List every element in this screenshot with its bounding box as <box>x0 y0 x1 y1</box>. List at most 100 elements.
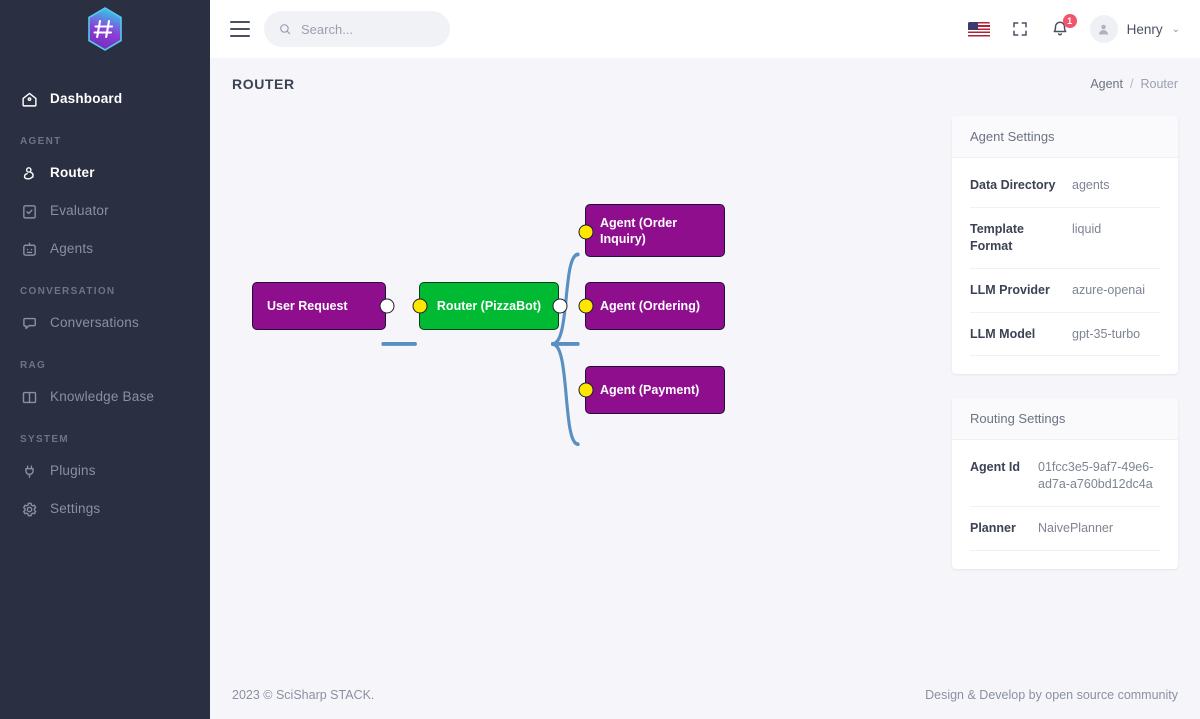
flow-node-label: User Request <box>267 299 348 313</box>
search-box[interactable] <box>264 11 450 47</box>
settings-row: LLM Provider azure-openai <box>970 269 1160 313</box>
topbar-actions: 1 Henry ⌄ <box>967 14 1180 43</box>
flow-node-payment[interactable]: Agent (Payment) <box>578 366 725 414</box>
node-handle-in[interactable] <box>412 298 428 314</box>
footer-credit: Design & Develop by open source communit… <box>925 688 1178 702</box>
breadcrumb: Agent / Router <box>1090 77 1178 91</box>
user-menu[interactable]: Henry ⌄ <box>1089 15 1180 43</box>
flow-node-label: Agent (Payment) <box>600 383 700 397</box>
node-handle-out[interactable] <box>552 298 568 314</box>
settings-key: Agent Id <box>970 460 1020 475</box>
settings-key: LLM Provider <box>970 282 1050 297</box>
sidebar-item-agents[interactable]: Agents <box>0 230 210 268</box>
fullscreen-button[interactable] <box>1010 19 1030 39</box>
edge-router-to-order-inquiry <box>551 252 580 346</box>
node-handle-in[interactable] <box>578 298 594 314</box>
settings-row: Agent Id 01fcc3e5-9af7-49e6-ad7a-a760bd1… <box>970 446 1160 508</box>
sidebar-item-settings[interactable]: Settings <box>0 490 210 528</box>
sidebar-item-label: Settings <box>50 501 101 517</box>
settings-value: azure-openai <box>1072 282 1145 297</box>
chevron-down-icon: ⌄ <box>1171 23 1180 35</box>
node-handle-in[interactable] <box>578 382 594 398</box>
sidebar-item-label: Evaluator <box>50 203 109 219</box>
page-body: User Request Router (PizzaBot) Agent (Or… <box>210 110 1200 671</box>
settings-key: Planner <box>970 521 1016 536</box>
sidebar-item-label: Conversations <box>50 315 139 331</box>
logo[interactable] <box>0 0 210 58</box>
flow-node-user-request[interactable]: User Request <box>252 282 395 330</box>
breadcrumb-separator: / <box>1129 77 1134 91</box>
settings-row: Template Format liquid <box>970 208 1160 269</box>
main-region: 1 Henry ⌄ ROUTER Agent <box>210 0 1200 719</box>
sidebar-item-router[interactable]: Router <box>0 154 210 192</box>
notifications-button[interactable]: 1 <box>1050 14 1077 39</box>
flow-node-router[interactable]: Router (PizzaBot) <box>412 282 568 330</box>
hamburger-menu-button[interactable] <box>230 21 250 37</box>
breadcrumb-parent[interactable]: Agent <box>1090 77 1123 91</box>
settings-row: Data Directory agents <box>970 164 1160 208</box>
edge-router-to-payment <box>551 342 580 447</box>
sidebar-item-plugins[interactable]: Plugins <box>0 452 210 490</box>
settings-value: gpt-35-turbo <box>1072 326 1141 341</box>
fullscreen-icon <box>1012 22 1027 36</box>
plug-icon <box>20 462 38 480</box>
settings-key: Data Directory <box>970 178 1056 192</box>
sidebar-item-knowledge-base[interactable]: Knowledge Base <box>0 378 210 416</box>
robot-icon <box>20 240 38 258</box>
settings-key: Template Format <box>970 221 1024 253</box>
sidebar-item-conversations[interactable]: Conversations <box>0 304 210 342</box>
node-handle-in[interactable] <box>578 224 594 240</box>
settings-key: LLM Model <box>970 326 1036 341</box>
settings-row: Planner NaivePlanner <box>970 507 1160 551</box>
user-icon <box>1099 24 1109 34</box>
agent-settings-body: Data Directory agents Template Format li… <box>952 158 1178 374</box>
settings-panels: Agent Settings Data Directory agents Tem… <box>952 110 1178 671</box>
flow-node-order-inquiry[interactable]: Agent (Order Inquiry) <box>578 204 725 257</box>
sidebar-section-rag: RAG <box>20 360 47 371</box>
routing-settings-body: Agent Id 01fcc3e5-9af7-49e6-ad7a-a760bd1… <box>952 440 1178 569</box>
flow-node-ordering[interactable]: Agent (Ordering) <box>578 282 725 330</box>
sidebar-item-label: Agents <box>50 241 94 257</box>
flow-node-label: Agent (Order Inquiry) <box>600 215 678 246</box>
sidebar-item-label: Plugins <box>50 463 96 479</box>
footer: 2023 © SciSharp STACK. Design & Develop … <box>210 671 1200 719</box>
sidebar-item-dashboard[interactable]: Dashboard <box>0 80 210 118</box>
sidebar-item-label: Router <box>50 165 95 181</box>
flag-canton <box>967 21 978 30</box>
flow-edges <box>381 252 580 447</box>
search-input[interactable] <box>301 21 436 37</box>
flow-canvas[interactable]: User Request Router (PizzaBot) Agent (Or… <box>232 110 930 671</box>
gear-icon <box>20 500 38 518</box>
routing-settings-card: Routing Settings Agent Id 01fcc3e5-9af7-… <box>952 398 1178 569</box>
sidebar-section-conversation: CONVERSATION <box>20 286 116 297</box>
settings-value: agents <box>1072 178 1110 192</box>
sidebar-item-evaluator[interactable]: Evaluator <box>0 192 210 230</box>
page-header: ROUTER Agent / Router <box>210 58 1200 110</box>
agent-settings-card: Agent Settings Data Directory agents Tem… <box>952 116 1178 375</box>
topbar: 1 Henry ⌄ <box>210 0 1200 58</box>
routing-settings-title: Routing Settings <box>952 398 1178 441</box>
hamburger-bar <box>230 21 250 23</box>
footer-copyright: 2023 © SciSharp STACK. <box>232 688 375 702</box>
breadcrumb-current: Router <box>1140 77 1178 91</box>
node-handle-out[interactable] <box>379 298 395 314</box>
flow-node-label: Router (PizzaBot) <box>436 299 542 313</box>
sidebar-item-label: Dashboard <box>50 91 123 107</box>
sidebar: Dashboard AGENT Router <box>0 0 210 719</box>
us-flag-icon[interactable] <box>967 21 990 37</box>
router-pin-icon <box>20 164 38 182</box>
settings-value: liquid <box>1072 221 1102 236</box>
settings-value: 01fcc3e5-9af7-49e6-ad7a-a760bd12dc4a <box>1038 460 1154 492</box>
sidebar-section-system: SYSTEM <box>20 434 69 445</box>
user-name: Henry <box>1126 21 1163 37</box>
clipboard-check-icon <box>20 202 38 220</box>
avatar <box>1089 15 1118 43</box>
book-open-icon <box>20 388 38 406</box>
bell-icon <box>1053 21 1067 36</box>
flow-node-label: Agent (Ordering) <box>600 299 700 313</box>
sidebar-section-agent: AGENT <box>20 136 62 147</box>
home-icon <box>20 90 38 108</box>
hash-hexagon-logo-icon <box>88 7 122 51</box>
hamburger-bar <box>230 35 250 37</box>
